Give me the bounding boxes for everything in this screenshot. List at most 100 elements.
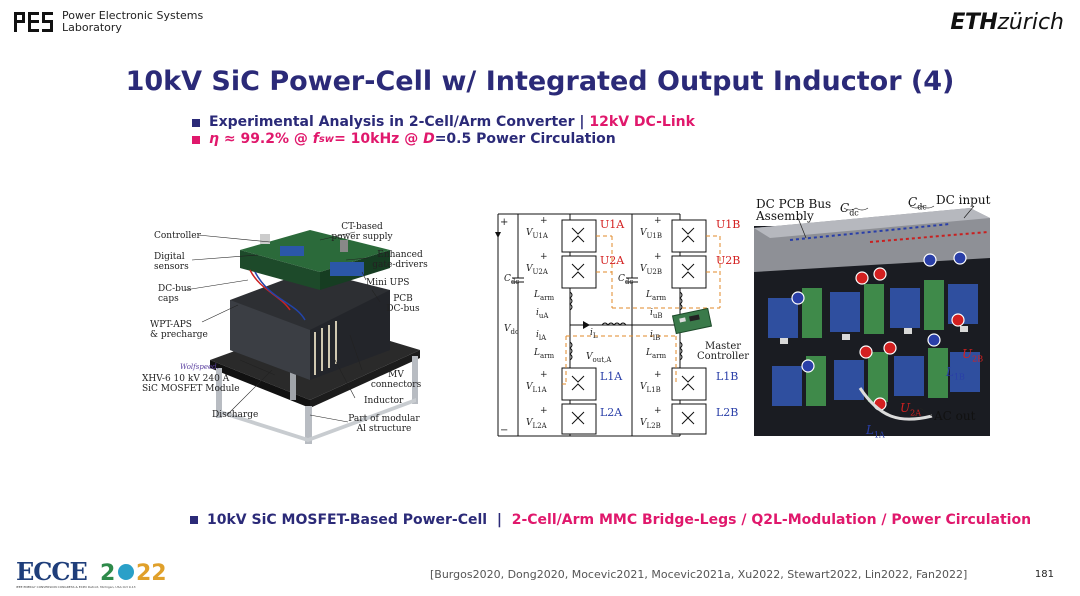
l-symbol: L bbox=[534, 290, 540, 300]
label-larm-upper-a: Larm bbox=[534, 290, 554, 303]
label-vu1a: VU1A bbox=[526, 228, 548, 241]
power-cell-illustration bbox=[184, 230, 420, 444]
schematic-lines bbox=[495, 213, 721, 437]
label-xhv-module-l2: SiC MOSFET Module bbox=[142, 384, 240, 394]
tag-l2a: L2A bbox=[600, 406, 623, 419]
label-wpt-aps: WPT-APS& precharge bbox=[150, 320, 208, 340]
lab-name-line1: Power Electronic Systems bbox=[62, 9, 204, 22]
eth-logo-bold: ETH bbox=[950, 10, 998, 35]
label-cdc-2: Cdc bbox=[908, 196, 927, 213]
references: [Burgos2020, Dong2020, Mocevic2021, Moce… bbox=[430, 568, 968, 581]
bullet-list: Experimental Analysis in 2-Cell/Arm Conv… bbox=[192, 114, 695, 148]
l-symbol: L bbox=[646, 348, 652, 358]
bullet-1: Experimental Analysis in 2-Cell/Arm Conv… bbox=[192, 114, 695, 131]
u2a-subscript: 2A bbox=[910, 408, 921, 418]
label-mv-connectors-l2: connectors bbox=[370, 380, 422, 390]
l-symbol: L bbox=[946, 365, 954, 379]
tag-u2a: U2A bbox=[600, 254, 625, 267]
c-symbol: C bbox=[618, 274, 625, 284]
v-symbol: V bbox=[586, 352, 593, 362]
label-larm-lower-a: Larm bbox=[534, 348, 554, 361]
eth-logo-normal: zürich bbox=[997, 10, 1064, 35]
v-symbol: V bbox=[526, 264, 533, 274]
cdc-subscript: dc bbox=[624, 277, 634, 286]
d-symbol: D bbox=[423, 131, 435, 147]
l1b-subscript: 1B bbox=[953, 372, 965, 382]
bullet-1-accent: 12kV DC-Link bbox=[589, 114, 695, 130]
label-l1b-photo: L1B bbox=[946, 366, 965, 383]
label-iload: iL bbox=[590, 328, 598, 341]
bullet-2: η ≈ 99.2% @ f sw = 10kHz @ D =0.5 Power … bbox=[192, 131, 695, 148]
label-vu2a: VU2A bbox=[526, 264, 548, 277]
v-symbol: V bbox=[504, 324, 511, 334]
c-symbol: C bbox=[840, 201, 850, 215]
label-vu1b: VU1B bbox=[640, 228, 662, 241]
c-symbol: C bbox=[504, 274, 511, 284]
i-symbol: i bbox=[536, 330, 539, 340]
label-iua: iuA bbox=[536, 308, 548, 321]
svg-text:2: 2 bbox=[100, 561, 115, 586]
i-symbol: i bbox=[650, 308, 653, 318]
label-vl1b: VL1B bbox=[640, 382, 661, 395]
label-pcb-dc-bus-l2: DC-bus bbox=[386, 304, 420, 314]
label-vout: Vout,A bbox=[586, 352, 611, 365]
vl2b-subscript: L2B bbox=[646, 421, 661, 430]
c-symbol: C bbox=[908, 195, 918, 209]
label-master-controller-l2: Controller bbox=[696, 351, 750, 362]
schematic-plus: + bbox=[540, 252, 548, 262]
label-digital-sensors-l1: Digital bbox=[154, 252, 185, 262]
label-ac-out: AC out bbox=[934, 409, 976, 423]
label-dc-pcb-bus-l1: DC PCB Bus bbox=[756, 197, 832, 211]
schematic-plus: + bbox=[540, 370, 548, 380]
svg-text:ECCE: ECCE bbox=[16, 558, 87, 586]
vu2a-subscript: U2A bbox=[532, 267, 548, 276]
u-symbol: U bbox=[962, 347, 973, 361]
cdc1-subscript: dc bbox=[849, 208, 859, 218]
label-vl1a: VL1A bbox=[526, 382, 547, 395]
vout-subscript: out,A bbox=[592, 355, 612, 364]
label-modular-structure-l2: Al structure bbox=[356, 424, 412, 434]
schematic-minus: − bbox=[500, 425, 509, 436]
i-symbol: i bbox=[536, 308, 539, 318]
summary-separator: | bbox=[487, 512, 512, 528]
label-master-controller-l1: Master bbox=[704, 341, 742, 352]
ilb-subscript: lB bbox=[652, 333, 661, 342]
tag-u1b: U1B bbox=[716, 218, 741, 231]
label-cdc-1: Cdc bbox=[840, 202, 859, 219]
label-ila: ilA bbox=[536, 330, 546, 343]
schematic-plus: + bbox=[654, 370, 662, 380]
fsw-value: = 10kHz @ bbox=[334, 131, 424, 147]
vl1a-subscript: L1A bbox=[532, 385, 547, 394]
ila-subscript: lA bbox=[538, 333, 547, 342]
label-mini-ups: Mini UPS bbox=[366, 278, 410, 288]
i-symbol: i bbox=[650, 330, 653, 340]
label-l1a-photo: L1A bbox=[866, 424, 885, 441]
label-digital-sensors-l2: sensors bbox=[154, 262, 189, 272]
label-cdc-mid: Cdc bbox=[618, 274, 633, 287]
label-discharge: Discharge bbox=[212, 410, 259, 420]
wolfspeed-logo: Wolfspeed. bbox=[180, 363, 219, 371]
label-u2b-photo: U2B bbox=[962, 348, 983, 365]
converter-photo-illustration bbox=[754, 205, 990, 436]
schematic-plus: + bbox=[500, 217, 509, 228]
label-wpt-aps-l2: & precharge bbox=[150, 330, 208, 340]
v-symbol: V bbox=[640, 418, 647, 428]
v-symbol: V bbox=[640, 228, 647, 238]
vu2b-subscript: U2B bbox=[646, 267, 663, 276]
mmc-circuit-schematic: + − + VU1A + VU2A Cdc Larm iuA Vdc ilA L… bbox=[490, 208, 752, 443]
label-pcb-dc-bus-l1: PCB bbox=[393, 294, 413, 304]
label-dc-input: DC input bbox=[936, 193, 991, 207]
v-symbol: V bbox=[640, 264, 647, 274]
schematic-plus: + bbox=[654, 216, 662, 226]
label-ct-power-supply-l1: CT-based bbox=[341, 222, 383, 232]
v-symbol: V bbox=[640, 382, 647, 392]
vu1a-subscript: U1A bbox=[532, 231, 548, 240]
v-symbol: V bbox=[526, 228, 533, 238]
